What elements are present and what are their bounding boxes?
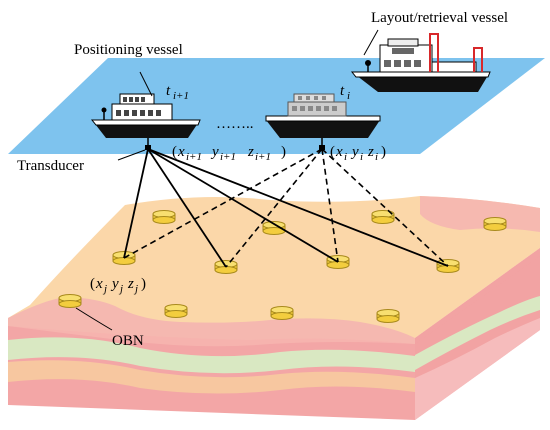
- svg-text:(: (: [90, 276, 95, 292]
- obn-node: [270, 306, 294, 320]
- label-coords-i-plus-1: ( x i+1 y i+1 z i+1 ): [172, 144, 286, 163]
- svg-text:z: z: [247, 144, 254, 160]
- svg-text:z: z: [367, 144, 374, 160]
- obn-node: [376, 309, 400, 323]
- svg-text:): ): [141, 276, 146, 292]
- svg-text:y: y: [350, 144, 359, 160]
- svg-text:x: x: [177, 144, 185, 160]
- obn-node: [164, 304, 188, 318]
- acoustic-paths-solid: [123, 148, 449, 268]
- svg-text:t: t: [340, 83, 345, 99]
- transducer-right: [319, 145, 325, 150]
- svg-text:x: x: [95, 276, 103, 292]
- label-layout-vessel: Layout/retrieval vessel: [371, 10, 508, 26]
- svg-text:): ): [381, 144, 386, 160]
- obn-nodes: [58, 210, 507, 323]
- svg-text:i: i: [347, 90, 350, 102]
- svg-text:j: j: [133, 283, 138, 295]
- svg-text:y: y: [110, 276, 119, 292]
- svg-text:i: i: [344, 151, 347, 163]
- positioning-vessel-ti: [265, 93, 381, 150]
- obn-node: [483, 217, 507, 231]
- label-t-i-plus-1: t i+1: [166, 83, 189, 102]
- svg-text:j: j: [118, 283, 123, 295]
- label-transducer: Transducer: [17, 158, 84, 174]
- obn-node: [58, 294, 82, 308]
- svg-text:i+1: i+1: [220, 151, 236, 163]
- label-positioning-vessel: Positioning vessel: [74, 42, 183, 58]
- label-t-i: t i: [340, 83, 350, 102]
- svg-text:(: (: [172, 144, 177, 160]
- svg-text:t: t: [166, 83, 171, 99]
- svg-text:(: (: [330, 144, 335, 160]
- label-obn: OBN: [112, 333, 144, 349]
- layout-retrieval-vessel: [350, 33, 491, 92]
- transducer-left: [145, 145, 151, 150]
- leader-line-obn: [75, 307, 113, 331]
- label-dots: ……..: [216, 116, 254, 132]
- label-coords-i: ( x i y i z i ): [330, 144, 386, 163]
- svg-text:i: i: [375, 151, 378, 163]
- seafloor-block: [8, 196, 540, 420]
- label-coords-j: ( x j y j z j ): [90, 276, 146, 295]
- leader-line-transducer: [117, 149, 146, 161]
- svg-text:x: x: [335, 144, 343, 160]
- svg-text:i: i: [360, 151, 363, 163]
- obn-node: [371, 210, 395, 224]
- svg-text:i+1: i+1: [255, 151, 271, 163]
- svg-text:z: z: [127, 276, 134, 292]
- svg-text:): ): [281, 144, 286, 160]
- leader-line-layout: [363, 29, 379, 56]
- obn-node: [152, 210, 176, 224]
- acoustic-paths-dashed: [123, 148, 449, 268]
- svg-text:i+1: i+1: [186, 151, 202, 163]
- leader-line-positioning: [139, 71, 153, 97]
- svg-text:y: y: [210, 144, 219, 160]
- svg-text:j: j: [102, 283, 107, 295]
- svg-text:i+1: i+1: [173, 90, 189, 102]
- positioning-vessel: [90, 93, 201, 150]
